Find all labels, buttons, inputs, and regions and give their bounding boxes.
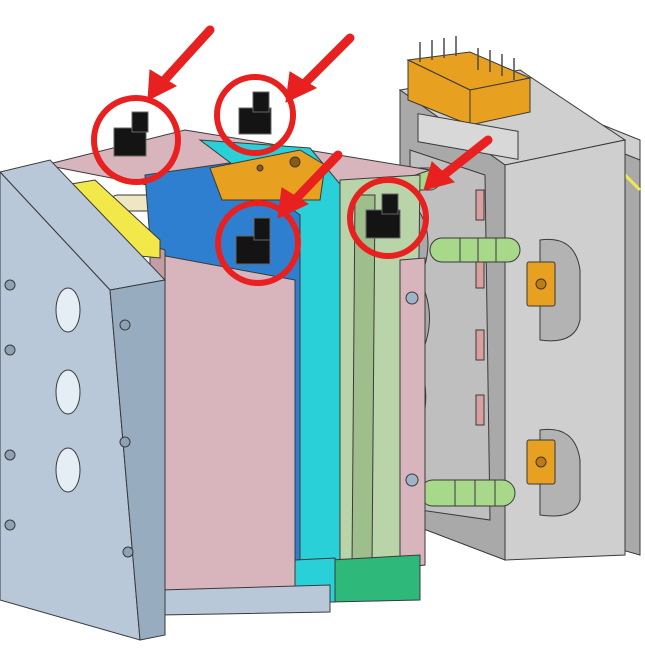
highlight-circle-4: [347, 177, 429, 259]
arrow-2: [285, 33, 355, 103]
screw: [119, 436, 131, 448]
locking-block-4: [365, 193, 401, 239]
guide-pin-middle-right: [429, 237, 521, 263]
highlight-circle-3: [215, 200, 301, 286]
clamp-plate-hole: [55, 287, 81, 333]
bottom-base: [159, 584, 331, 616]
locking-block-3: [235, 217, 271, 265]
locking-block-2: [238, 91, 272, 135]
orange-clamp-bolt-lower: [535, 456, 547, 468]
ejector-slot: [475, 394, 485, 426]
fixed-half: [0, 129, 431, 641]
arrow-3: [277, 150, 343, 219]
screw: [119, 319, 131, 331]
highlight-circle-1: [91, 95, 181, 185]
screw: [405, 473, 419, 487]
locator-hole: [256, 164, 264, 172]
screw: [4, 519, 16, 531]
arrow-1: [147, 25, 215, 101]
locator-hole: [289, 156, 301, 168]
screw: [122, 546, 134, 558]
clamp-plate-screws: [4, 279, 134, 558]
orange-clamp-bolt-upper: [535, 278, 547, 290]
cavity-plate-right-strip: [399, 257, 426, 569]
highlights: [91, 74, 429, 286]
ejector-slot: [475, 329, 485, 361]
connector-pins: [419, 36, 515, 80]
clamp-plate-hole: [55, 369, 81, 415]
guide-pin-lower-right: [419, 479, 516, 507]
support-block: [329, 554, 421, 603]
screw: [4, 344, 16, 356]
screw: [4, 279, 16, 291]
screw: [4, 449, 16, 461]
clamp-plate-side: [109, 279, 166, 641]
locking-block-1: [113, 111, 149, 157]
screw: [405, 291, 419, 305]
arrows: [147, 25, 493, 219]
highlight-circle-2: [214, 74, 296, 156]
top-connector-body-right: [469, 77, 531, 126]
clamp-plate-hole: [55, 447, 81, 493]
ejector-slot: [475, 189, 485, 221]
side-screws: [405, 291, 419, 487]
arrow-4: [423, 135, 493, 191]
locking-blocks: [113, 91, 401, 265]
cavity-plate-front: [159, 254, 296, 601]
